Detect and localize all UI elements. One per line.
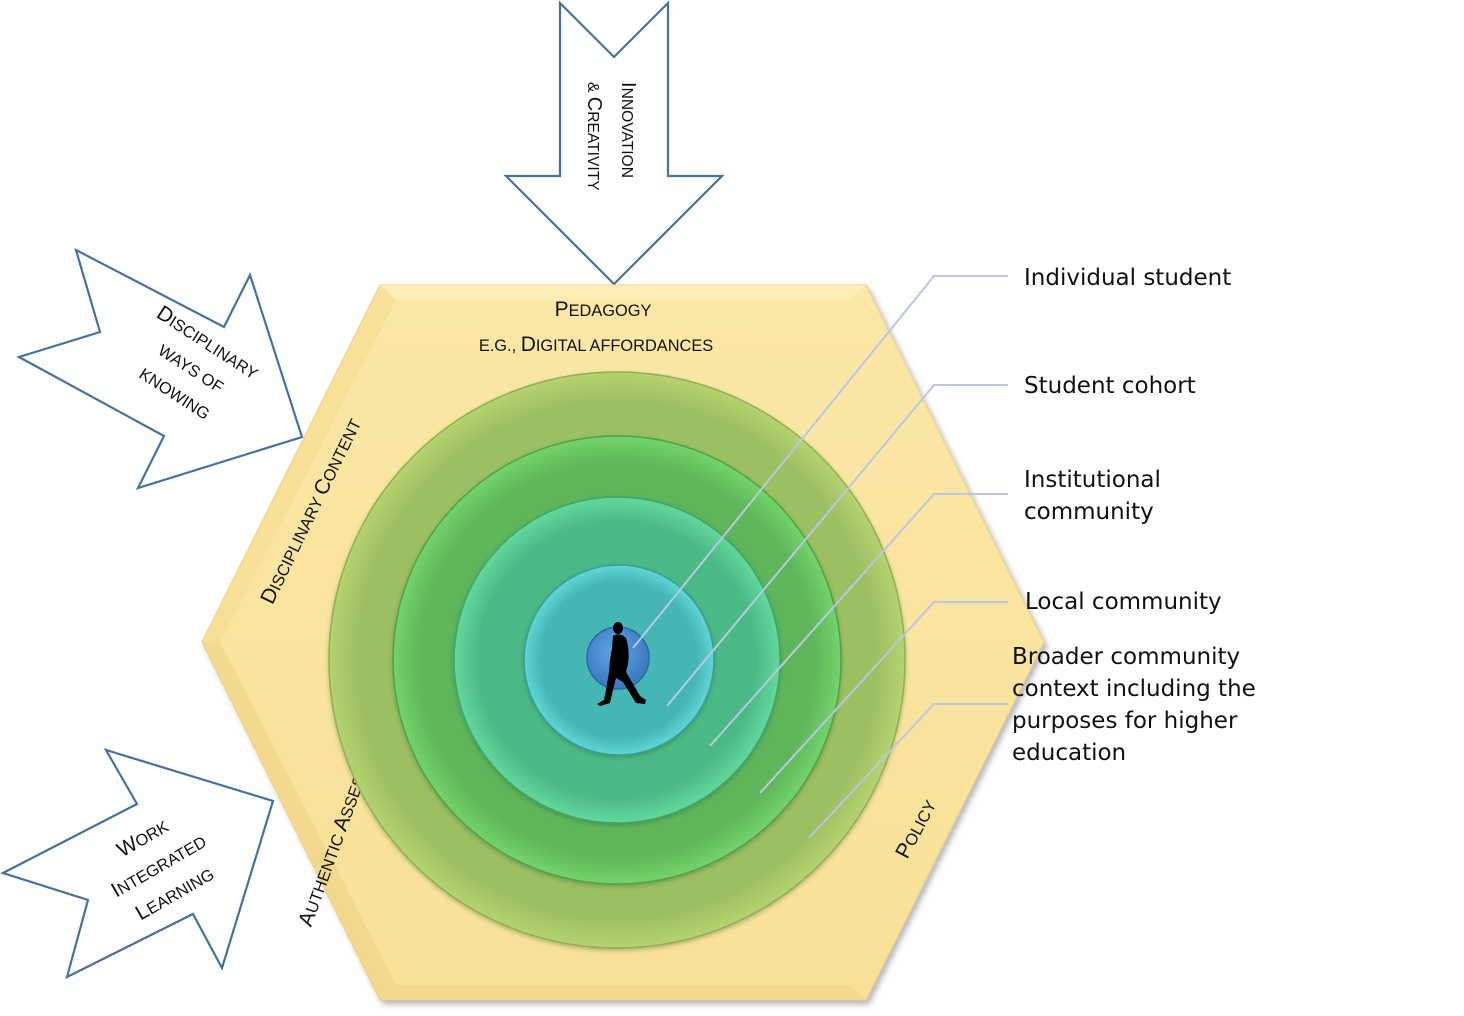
legend-broader-community: Broader community context including the … <box>1012 644 1263 766</box>
leader-line-broader <box>808 703 1008 839</box>
down-arrow-shape <box>503 0 725 286</box>
leader-lines <box>632 275 1008 839</box>
leader-line-individual <box>632 275 1008 649</box>
legend-institutional-community: Institutional community <box>1024 467 1168 525</box>
digital-affordances-label: E.G., DIGITAL AFFORDANCES <box>479 333 713 356</box>
legend-student-cohort: Student cohort <box>1024 373 1196 399</box>
pedagogy-label: PEDAGOGY <box>555 298 652 321</box>
hexagon-bevel <box>202 285 396 642</box>
leader-line-cohort <box>666 384 1008 707</box>
walking-person-icon <box>597 622 646 706</box>
innovation-creativity-arrow: INNOVATION & CREATIVITY <box>503 0 725 286</box>
leader-line-institutional <box>709 493 1008 747</box>
right-arrow-shape <box>0 748 275 980</box>
legend-local-community: Local community <box>1025 589 1222 615</box>
leader-line-local <box>759 601 1008 794</box>
hexagon-bevel <box>202 642 396 1000</box>
hexagon-bevel <box>380 285 866 300</box>
arrow-label-line1: INNOVATION <box>617 82 639 178</box>
arrow-label-line2: & CREATIVITY <box>583 82 605 191</box>
ring-legend: Individual student Student cohort Instit… <box>1012 265 1263 766</box>
work-integrated-learning-arrow: WORK INTEGRATED LEARNING <box>0 748 275 980</box>
hexagon-bevel <box>380 985 866 1000</box>
disciplinary-ways-arrow: DISCIPLINARY WAYS OF KNOWING <box>16 247 304 490</box>
right-arrow-shape <box>16 247 304 490</box>
legend-individual-student: Individual student <box>1024 265 1231 291</box>
